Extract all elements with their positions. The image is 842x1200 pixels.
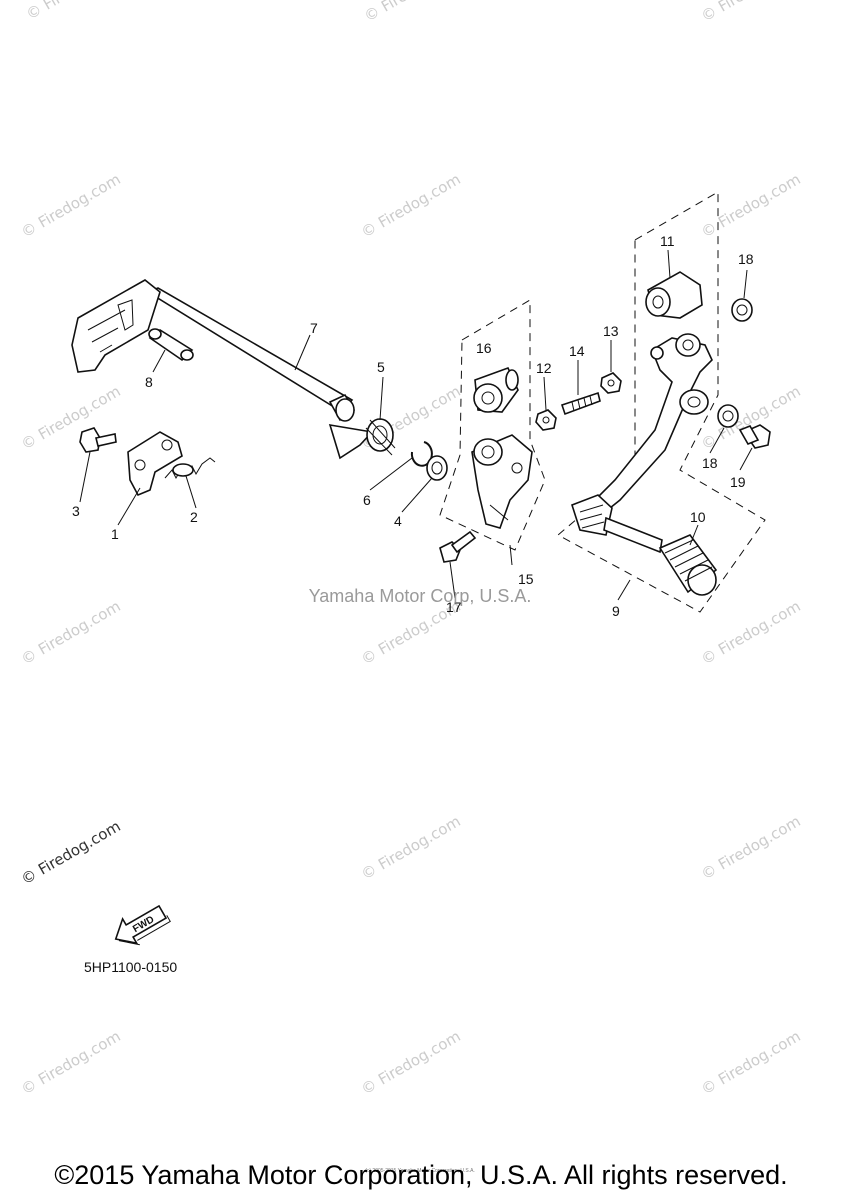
part-4-washer: [426, 455, 448, 481]
watermark: © Firedog.com: [698, 0, 804, 25]
part-number: 9: [612, 603, 620, 619]
leader-lines: [79, 249, 753, 601]
part-18-washer-lower: [717, 404, 739, 428]
part-number: 16: [476, 340, 492, 356]
watermark: © Firedog.com: [698, 597, 804, 668]
fwd-arrow-icon: FWD: [114, 904, 171, 946]
watermark: © Firedog.com: [361, 0, 467, 25]
part-number: 8: [145, 374, 153, 390]
part-number: 12: [536, 360, 552, 376]
part-number: 13: [603, 323, 619, 339]
part-number: 15: [518, 571, 534, 587]
part-19-bolt: [738, 424, 771, 449]
part-11-boot: [645, 271, 703, 319]
part-15-shift-arm: [471, 434, 533, 529]
part-7-shift-shaft: [71, 279, 356, 422]
small-footer-text: (c) 2005-2015 Yamaha Motor Corporation, …: [365, 1168, 475, 1174]
part-number: 4: [394, 513, 402, 529]
part-number: 19: [730, 474, 746, 490]
copyright-footer: ©2015 Yamaha Motor Corporation, U.S.A. A…: [54, 1160, 788, 1190]
watermark: © Firedog.com: [23, 0, 129, 23]
part-3-bolt: [79, 427, 117, 453]
part-18-washer-upper: [731, 298, 753, 322]
watermark-dark: © Firedog.com: [18, 817, 124, 888]
part-10-pedal-rubber: [658, 534, 718, 596]
part-17-bolt: [439, 530, 477, 563]
watermark: © Firedog.com: [358, 812, 464, 883]
part-number: 10: [690, 509, 706, 525]
diagram-code: 5HP1100-0150: [84, 959, 177, 975]
part-number: 17: [446, 599, 462, 615]
watermark: © Firedog.com: [18, 1027, 124, 1098]
assembly-9-outline: [557, 191, 766, 613]
watermark: © Firedog.com: [698, 812, 804, 883]
part-number: 14: [569, 343, 585, 359]
part-number: 18: [738, 251, 754, 267]
part-9-shift-pedal: [571, 333, 713, 554]
watermark: © Firedog.com: [698, 170, 804, 241]
part-14-adjuster: [560, 391, 601, 416]
assembly-outlines: [439, 191, 766, 613]
part-8-pin: [148, 328, 194, 362]
part-number: 3: [72, 503, 80, 519]
part-number: 6: [363, 492, 371, 508]
watermark: © Firedog.com: [18, 597, 124, 668]
watermark: © Firedog.com: [18, 170, 124, 241]
part-number: 1: [111, 526, 119, 542]
part-16-boot: [473, 366, 519, 413]
part-number-labels: 1 2 3 4 5 6 7 8 9 10 11 12 13 14 15 16 1…: [72, 233, 754, 619]
part-number: 11: [660, 233, 675, 249]
part-number: 7: [310, 320, 318, 336]
part-number: 2: [190, 509, 198, 525]
part-2-spring: [164, 457, 216, 480]
part-5-torsion-spring: [328, 418, 396, 460]
watermark: © Firedog.com: [358, 1027, 464, 1098]
part-number: 18: [702, 455, 718, 471]
assembly-15-outline: [439, 299, 546, 551]
part-number: 5: [377, 359, 385, 375]
center-copyright-label: Yamaha Motor Corp, U.S.A.: [309, 586, 532, 606]
part-1-plate: [127, 431, 183, 497]
watermark: © Firedog.com: [358, 170, 464, 241]
part-13-nut: [600, 372, 622, 394]
watermark: © Firedog.com: [698, 1027, 804, 1098]
part-12-nut: [535, 409, 557, 431]
